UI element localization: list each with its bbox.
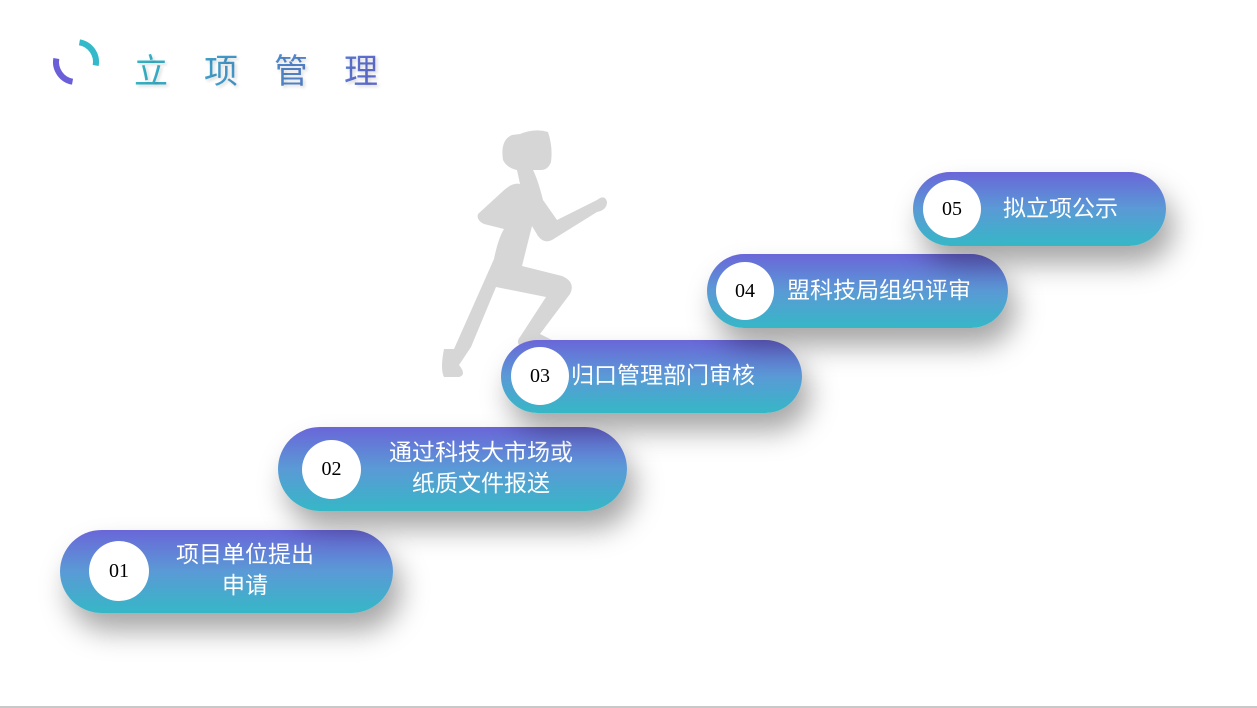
step-label-line2: 申请 (222, 573, 268, 599)
step-number-badge: 04 (716, 262, 774, 320)
step-number-badge: 02 (302, 440, 361, 499)
step-label: 项目单位提出 申请 (160, 540, 330, 602)
runner-silhouette-icon (442, 130, 607, 377)
step-03-pill: 03 归口管理部门审核 (501, 340, 802, 413)
step-label: 盟科技局组织评审 (787, 278, 971, 304)
step-label: 拟立项公示 (1003, 196, 1118, 222)
step-label: 通过科技大市场或 纸质文件报送 (366, 438, 596, 500)
bottom-divider (0, 706, 1257, 708)
step-label-line2: 纸质文件报送 (412, 471, 550, 497)
step-01-pill: 01 项目单位提出 申请 (60, 530, 393, 613)
step-02-pill: 02 通过科技大市场或 纸质文件报送 (278, 427, 627, 511)
logo-ring-icon (53, 39, 99, 85)
step-04-pill: 04 盟科技局组织评审 (707, 254, 1008, 328)
step-number-badge: 03 (511, 347, 569, 405)
step-05-pill: 05 拟立项公示 (913, 172, 1166, 246)
step-label-line1: 通过科技大市场或 (389, 440, 573, 466)
step-number-badge: 01 (89, 541, 149, 601)
step-number-badge: 05 (923, 180, 981, 238)
page-title: 立项管理 (134, 44, 414, 93)
step-label: 归口管理部门审核 (571, 363, 755, 389)
step-label-line1: 项目单位提出 (176, 542, 314, 568)
